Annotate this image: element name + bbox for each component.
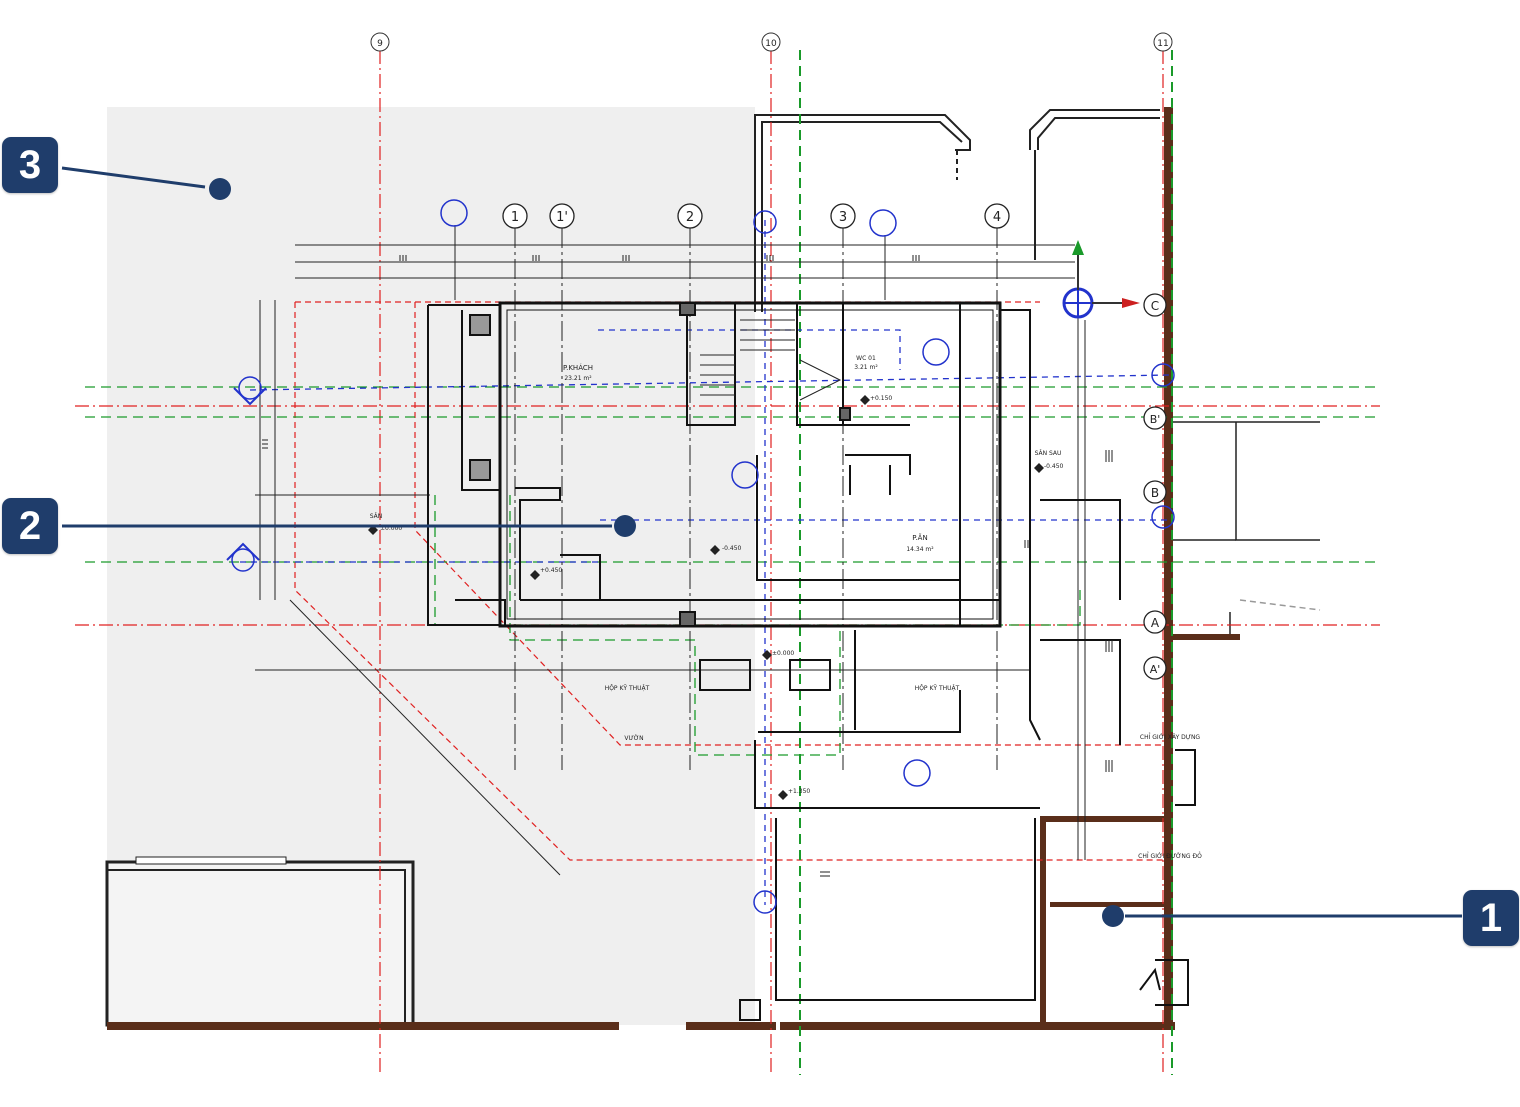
level-mark-7: ±0.000 [772, 650, 794, 657]
grid-bubble-11: 11 [1157, 39, 1168, 49]
label-chi-gioi-xay-dung: CHỈ GIỚI XÂY DỰNG [1140, 733, 1201, 741]
adjacent-building-right [1173, 421, 1321, 634]
grid-bubble-1-prime: 1' [556, 210, 568, 225]
grid-bubble-b-prime: B' [1150, 413, 1161, 426]
building-walls [427, 301, 1196, 1021]
room-label-hop-ky-thuat-1: HỘP KỸ THUẬT [605, 685, 650, 692]
grid-bubbles-inner: 1 1' 2 3 4 [502, 203, 1010, 229]
room-label-san-sau: SÂN SAU [1035, 450, 1062, 457]
room-area-wc: 3.21 m² [854, 364, 878, 371]
grid-bubble-3: 3 [839, 210, 847, 225]
grid-bubbles-right: C B' B A A' [1143, 293, 1167, 680]
grid-bubble-c: C [1151, 299, 1159, 313]
room-label-san: SÂN [370, 513, 383, 520]
level-mark-2: -0.450 [722, 545, 742, 552]
room-area-phong-an: 14.34 m² [906, 546, 934, 553]
grid-bubble-9: 9 [377, 39, 383, 49]
neighbor-building [105, 856, 415, 1027]
boundary-walls [107, 107, 1240, 1030]
grid-bubble-a-prime: A' [1150, 663, 1161, 676]
section-lines-blue [240, 220, 1171, 905]
grid-bubbles-top: 9 10 11 [370, 32, 1173, 52]
section-markers [226, 199, 1175, 914]
grid-bubble-2: 2 [686, 210, 694, 225]
level-mark-3: +0.450 [540, 567, 562, 574]
grid-bubble-a: A [1151, 616, 1160, 630]
grid-bubble-1: 1 [511, 210, 519, 225]
grid-bubble-4: 4 [993, 210, 1001, 225]
room-labels: P.KHÁCH 23.21 m² P.ĂN 14.34 m² WC 01 3.2… [370, 355, 1202, 860]
room-label-wc: WC 01 [856, 355, 876, 362]
callout-leaders [61, 166, 1462, 927]
callout-badge-1: 1 [1463, 890, 1519, 946]
site-area [107, 107, 755, 1025]
room-label-hop-ky-thuat-2: HỘP KỸ THUẬT [915, 685, 960, 692]
callout-badge-3: 3 [2, 137, 58, 193]
level-mark-6: +1.350 [788, 788, 810, 795]
room-label-phong-an: P.ĂN [912, 533, 927, 542]
level-mark-5: -0.450 [1044, 463, 1064, 470]
level-marks: ±0.000 -0.450 +0.450 +0.150 -0.450 +1.35… [368, 395, 1064, 800]
grid-bubble-10: 10 [765, 39, 777, 49]
stairs [700, 319, 842, 401]
callout-badge-2: 2 [2, 498, 58, 554]
dimension-ticks [262, 255, 1113, 877]
grid-bubble-b: B [1151, 486, 1159, 500]
room-label-phong-khach: P.KHÁCH [563, 363, 593, 372]
level-mark-1: ±0.000 [380, 525, 402, 532]
room-area-phong-khach: 23.21 m² [564, 375, 592, 382]
compass-marker [1062, 240, 1140, 319]
level-mark-4: +0.150 [870, 395, 892, 402]
label-chi-gioi-duong-do: CHỈ GIỚI ĐƯỜNG ĐỎ [1138, 852, 1202, 860]
bay-windows [754, 109, 1160, 312]
dimension-lines [255, 225, 1086, 876]
room-label-vuon: VƯỜN [624, 735, 643, 742]
